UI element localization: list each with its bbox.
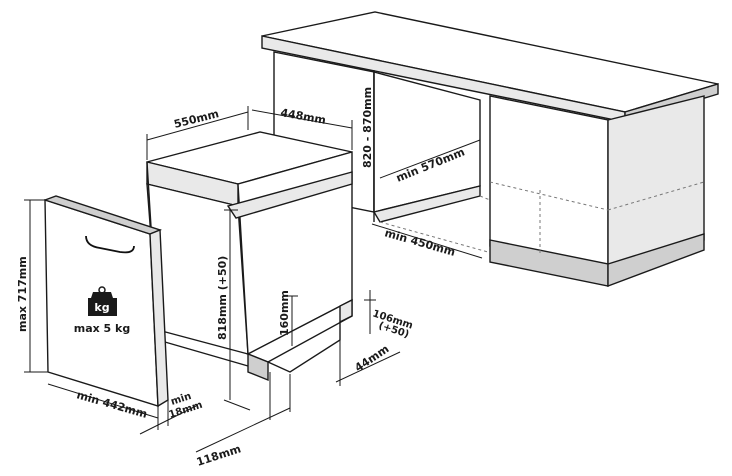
dim-min-450: min 450mm (371, 223, 483, 259)
dishwasher-bottom-edge (157, 339, 249, 367)
dim-44: 44mm (335, 340, 401, 386)
door-handle (85, 235, 135, 254)
countertop (261, 11, 719, 123)
weight-icon: kg (88, 286, 117, 316)
right-cabinet-hidden-line-2 (607, 181, 705, 211)
dim-550-line (146, 111, 249, 141)
niche-floor-line-2 (479, 195, 491, 201)
niche-floor-guides (379, 195, 491, 253)
max-weight-label: max 5 kg (74, 322, 130, 335)
dim-818-label: 818mm (+50) (216, 256, 229, 340)
dim-160: 160mm (278, 290, 298, 346)
weight-icon-ring (98, 286, 106, 294)
right-cabinet-plinth-side (607, 233, 705, 288)
weight-icon-label: kg (94, 301, 109, 314)
dim-550-label: 550mm (173, 107, 221, 131)
weight-icon-body (88, 292, 117, 316)
dishwasher-side-rail (226, 171, 353, 219)
niche-floor-line (379, 221, 489, 253)
dim-106: 106mm (+50) (364, 290, 414, 341)
dim-118: 118mm (195, 372, 291, 469)
dim-818-tick-bottom (223, 399, 251, 411)
dim-min-442-line (47, 383, 159, 419)
dim-min-450-line (371, 223, 483, 259)
dim-448-line (251, 109, 353, 129)
dim-max-717: max 717mm (16, 199, 48, 373)
right-cabinet (489, 95, 705, 288)
dim-height-range-label: 820 - 870mm (361, 87, 374, 168)
dim-160-label: 160mm (278, 290, 291, 336)
dim-max-717-label: max 717mm (16, 256, 29, 332)
dim-min-570-line (379, 139, 481, 179)
dim-44-line (335, 351, 401, 383)
furniture-door-panel: kg max 5 kg (42, 195, 169, 408)
dim-118-label: 118mm (195, 442, 243, 469)
dishwasher (146, 131, 353, 382)
dim-height-range: 820 - 870mm (361, 70, 375, 214)
dim-min-450-label: min 450mm (383, 226, 457, 259)
dim-118-line (195, 407, 291, 453)
right-cabinet-hidden-line (489, 181, 609, 211)
dim-818: 818mm (+50) (216, 209, 251, 411)
